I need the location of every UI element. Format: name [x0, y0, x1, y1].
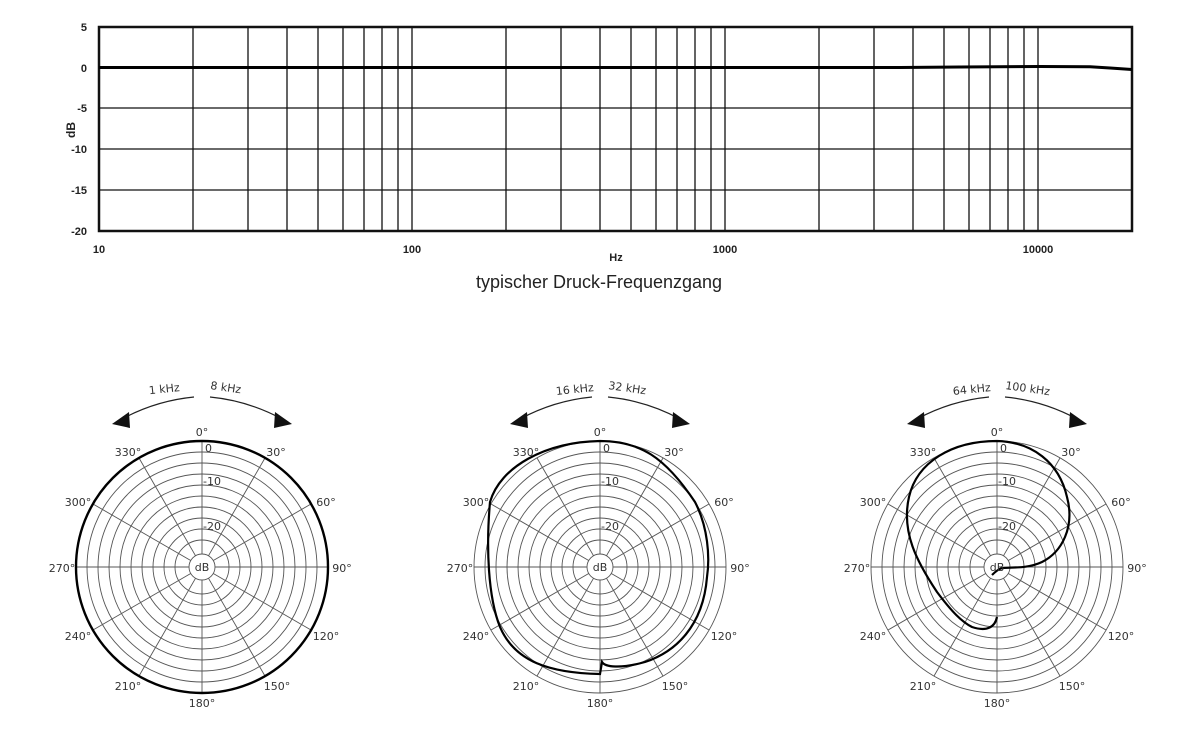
- svg-text:1 kHz: 1 kHz: [148, 381, 180, 397]
- svg-text:330°: 330°: [513, 446, 540, 459]
- svg-text:90°: 90°: [1127, 562, 1147, 575]
- frequency-response-chart: 5 0 -5 -10 -15 -20 dB 10 100 1000 10000 …: [64, 22, 1134, 292]
- svg-text:64 kHz: 64 kHz: [952, 381, 991, 398]
- svg-text:32 kHz: 32 kHz: [608, 379, 648, 397]
- svg-text:dB: dB: [990, 561, 1005, 574]
- chart-title: typischer Druck-Frequenzgang: [476, 272, 722, 292]
- svg-text:150°: 150°: [1059, 680, 1086, 693]
- svg-text:210°: 210°: [910, 680, 937, 693]
- y-tick-labels: 5 0 -5 -10 -15 -20: [71, 22, 87, 238]
- svg-text:120°: 120°: [711, 630, 738, 643]
- svg-text:150°: 150°: [662, 680, 689, 693]
- polar-chart-2: 16 kHz 32 kHz 0° 30° 60° 90° 120° 150° 1…: [447, 379, 750, 710]
- svg-text:210°: 210°: [513, 680, 540, 693]
- svg-text:-20: -20: [71, 226, 87, 238]
- svg-text:dB: dB: [593, 561, 608, 574]
- y-axis-label: dB: [64, 122, 78, 138]
- polar-chart-3: 64 kHz 100 kHz 0° 30° 60° 90° 120° 150° …: [844, 379, 1147, 710]
- horizontal-gridlines: [99, 107, 1132, 191]
- svg-text:60°: 60°: [1111, 496, 1131, 509]
- svg-text:270°: 270°: [844, 562, 871, 575]
- svg-text:-10: -10: [203, 475, 221, 488]
- svg-text:-15: -15: [71, 185, 87, 197]
- x-axis-label: Hz: [609, 252, 623, 264]
- polar-curve-3: [905, 439, 1071, 631]
- svg-text:300°: 300°: [65, 496, 92, 509]
- polar-labels-1: 1 kHz 8 kHz 0° 30° 60° 90° 120° 150° 180…: [49, 379, 352, 710]
- svg-text:270°: 270°: [447, 562, 474, 575]
- svg-text:-10: -10: [601, 475, 619, 488]
- svg-text:30°: 30°: [266, 446, 286, 459]
- svg-text:-10: -10: [71, 144, 87, 156]
- svg-text:60°: 60°: [714, 496, 734, 509]
- svg-text:180°: 180°: [189, 697, 216, 710]
- svg-text:16 kHz: 16 kHz: [555, 381, 594, 398]
- svg-text:240°: 240°: [860, 630, 887, 643]
- svg-text:240°: 240°: [65, 630, 92, 643]
- svg-text:1000: 1000: [713, 244, 737, 256]
- svg-text:30°: 30°: [664, 446, 684, 459]
- svg-text:-20: -20: [203, 520, 221, 533]
- svg-text:-5: -5: [77, 103, 87, 115]
- svg-text:0: 0: [603, 442, 610, 455]
- svg-text:120°: 120°: [313, 630, 340, 643]
- svg-text:180°: 180°: [984, 697, 1011, 710]
- svg-text:120°: 120°: [1108, 630, 1135, 643]
- svg-text:270°: 270°: [49, 562, 76, 575]
- svg-text:10: 10: [93, 244, 105, 256]
- svg-text:90°: 90°: [730, 562, 750, 575]
- plot-frame: [97, 25, 1134, 233]
- svg-text:5: 5: [81, 22, 87, 34]
- svg-text:330°: 330°: [115, 446, 142, 459]
- response-curve: [99, 64, 1133, 71]
- svg-text:30°: 30°: [1061, 446, 1081, 459]
- svg-text:0°: 0°: [196, 426, 209, 439]
- svg-text:60°: 60°: [316, 496, 336, 509]
- svg-text:90°: 90°: [332, 562, 352, 575]
- svg-text:-10: -10: [998, 475, 1016, 488]
- svg-text:0°: 0°: [594, 426, 607, 439]
- svg-text:100 kHz: 100 kHz: [1005, 379, 1052, 398]
- svg-text:dB: dB: [195, 561, 210, 574]
- svg-text:100: 100: [403, 244, 421, 256]
- svg-text:-20: -20: [601, 520, 619, 533]
- polar-curve-2: [487, 439, 710, 676]
- svg-text:8 kHz: 8 kHz: [210, 379, 243, 396]
- polar-chart-1: 1 kHz 8 kHz 0° 30° 60° 90° 120° 150° 180…: [49, 379, 352, 710]
- vertical-gridlines: [192, 27, 1039, 231]
- polar-labels-2: 16 kHz 32 kHz 0° 30° 60° 90° 120° 150° 1…: [447, 379, 750, 710]
- svg-text:0: 0: [205, 442, 212, 455]
- polar-curve-1: [74, 439, 330, 695]
- svg-text:210°: 210°: [115, 680, 142, 693]
- svg-text:0: 0: [1000, 442, 1007, 455]
- x-tick-labels: 10 100 1000 10000: [93, 244, 1053, 256]
- svg-text:240°: 240°: [463, 630, 490, 643]
- svg-text:150°: 150°: [264, 680, 291, 693]
- svg-text:180°: 180°: [587, 697, 614, 710]
- svg-text:0°: 0°: [991, 426, 1004, 439]
- svg-text:10000: 10000: [1023, 244, 1054, 256]
- svg-text:0: 0: [81, 63, 87, 75]
- polar-labels-3: 64 kHz 100 kHz 0° 30° 60° 90° 120° 150° …: [844, 379, 1147, 710]
- svg-text:-20: -20: [998, 520, 1016, 533]
- svg-text:300°: 300°: [860, 496, 887, 509]
- svg-text:330°: 330°: [910, 446, 937, 459]
- svg-text:300°: 300°: [463, 496, 490, 509]
